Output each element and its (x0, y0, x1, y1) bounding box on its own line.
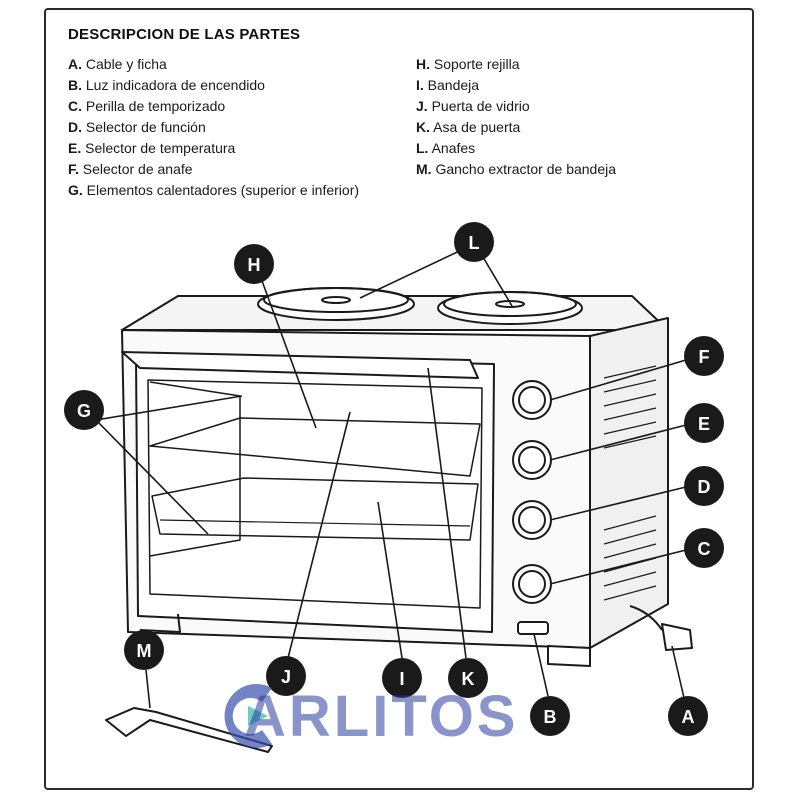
power-plug (662, 624, 692, 650)
svg-text:E: E (698, 414, 710, 434)
callout-g: G (64, 390, 104, 430)
svg-text:C: C (698, 539, 711, 559)
svg-text:L: L (469, 233, 480, 253)
callout-h: H (234, 244, 274, 284)
svg-text:D: D (698, 477, 711, 497)
power-indicator-light (518, 622, 548, 634)
glass-door (136, 356, 494, 632)
oven-side-panel (590, 318, 668, 648)
oven-foot-right (548, 646, 590, 666)
callout-e: E (684, 403, 724, 443)
svg-text:G: G (77, 401, 91, 421)
callout-d: D (684, 466, 724, 506)
watermark-text: ARLITOS (244, 683, 519, 750)
callout-m: M (124, 630, 164, 670)
svg-text:M: M (137, 641, 152, 661)
callout-a: A (668, 696, 708, 736)
callout-c: C (684, 528, 724, 568)
svg-text:B: B (544, 707, 557, 727)
callout-l: L (454, 222, 494, 262)
callout-f: F (684, 336, 724, 376)
callout-b: B (530, 696, 570, 736)
svg-text:F: F (699, 347, 710, 367)
svg-text:H: H (248, 255, 261, 275)
svg-text:A: A (682, 707, 695, 727)
